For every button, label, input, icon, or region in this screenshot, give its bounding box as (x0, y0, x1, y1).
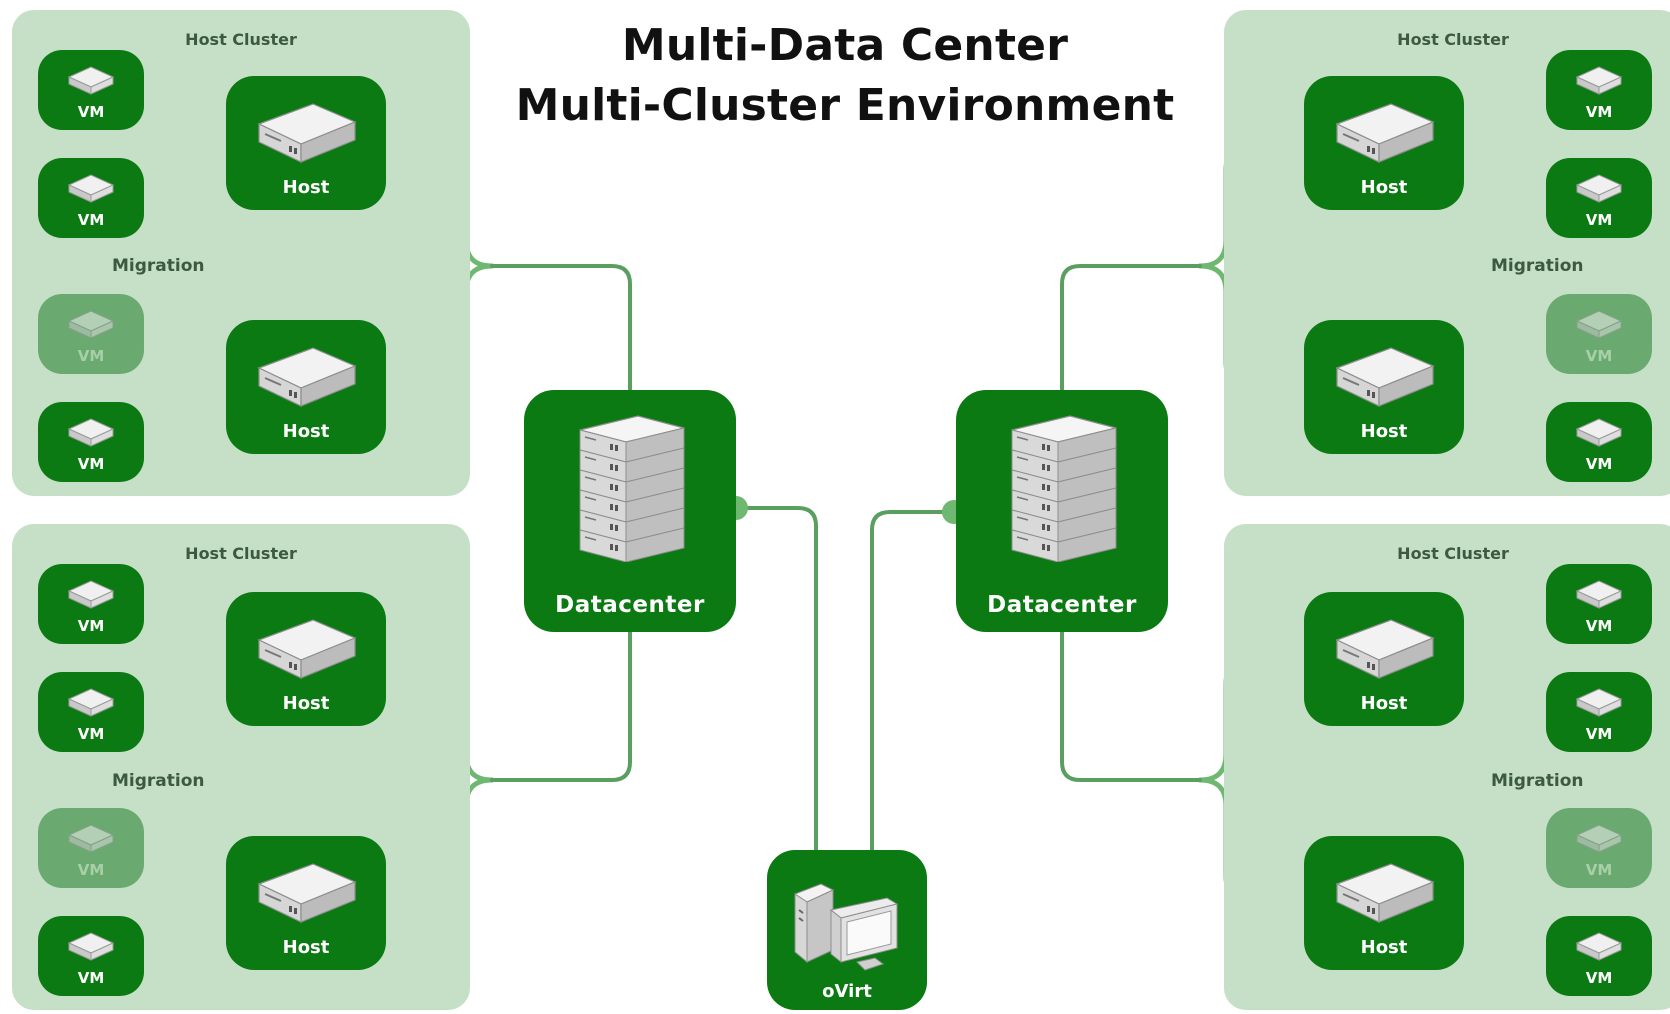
server-icon (257, 103, 357, 163)
datacenter-ovirt-link (734, 506, 818, 852)
vm-node[interactable]: VM (1546, 564, 1652, 644)
diagram-title-line-2: Multi-Cluster Environment (515, 80, 1175, 131)
desktop-computer-icon (793, 883, 899, 971)
vm-label: VM (1585, 969, 1613, 987)
datacenter-node-right[interactable]: Datacenter (956, 390, 1168, 632)
vm-disk-icon (1575, 310, 1623, 339)
host-cluster-label: Host Cluster (185, 544, 297, 563)
host-node[interactable]: Host (1304, 76, 1464, 210)
server-icon (1335, 347, 1435, 407)
vm-node[interactable]: VM (38, 564, 144, 644)
vm-disk-icon (67, 688, 115, 717)
vm-node-migrating[interactable]: VM (1546, 294, 1652, 374)
vm-node-migrating[interactable]: VM (1546, 808, 1652, 888)
host-label: Host (282, 421, 330, 442)
migration-label: Migration (112, 771, 205, 791)
datacenter-cluster-link (1060, 264, 1202, 392)
datacenter-label: Datacenter (555, 592, 705, 618)
vm-node[interactable]: VM (38, 158, 144, 238)
vm-label: VM (1585, 103, 1613, 121)
vm-disk-icon (1575, 932, 1623, 961)
host-label: Host (1360, 421, 1408, 442)
server-icon (257, 347, 357, 407)
ovirt-manager-node[interactable]: oVirt (767, 850, 927, 1010)
vm-disk-icon (67, 310, 115, 339)
vm-disk-icon (1575, 174, 1623, 203)
migration-label: Migration (112, 256, 205, 276)
vm-label: VM (1585, 455, 1613, 473)
vm-disk-icon (67, 174, 115, 203)
host-label: Host (282, 937, 330, 958)
host-node[interactable]: Host (1304, 836, 1464, 970)
datacenter-cluster-link (1060, 630, 1202, 782)
host-label: Host (1360, 937, 1408, 958)
server-icon (257, 619, 357, 679)
vm-label: VM (77, 725, 105, 743)
host-node[interactable]: Host (226, 320, 386, 454)
vm-disk-icon (1575, 66, 1623, 95)
vm-label: VM (1585, 725, 1613, 743)
vm-node[interactable]: VM (38, 672, 144, 752)
vm-node[interactable]: VM (1546, 50, 1652, 130)
vm-label: VM (77, 347, 105, 365)
datacenter-label: Datacenter (987, 592, 1137, 618)
vm-node[interactable]: VM (38, 402, 144, 482)
vm-disk-icon (1575, 824, 1623, 853)
host-node[interactable]: Host (226, 592, 386, 726)
vm-node[interactable]: VM (1546, 916, 1652, 996)
vm-label: VM (77, 969, 105, 987)
vm-disk-icon (67, 824, 115, 853)
ovirt-label: oVirt (822, 981, 872, 1002)
host-node[interactable]: Host (1304, 592, 1464, 726)
host-node[interactable]: Host (226, 836, 386, 970)
vm-label: VM (77, 861, 105, 879)
server-rack-icon (579, 415, 685, 562)
host-label: Host (282, 693, 330, 714)
datacenter-node-left[interactable]: Datacenter (524, 390, 736, 632)
vm-label: VM (1585, 347, 1613, 365)
host-label: Host (282, 177, 330, 198)
vm-label: VM (1585, 211, 1613, 229)
vm-node-migrating[interactable]: VM (38, 808, 144, 888)
host-cluster-label: Host Cluster (1397, 30, 1509, 49)
vm-node-migrating[interactable]: VM (38, 294, 144, 374)
vm-label: VM (77, 103, 105, 121)
vm-label: VM (1585, 861, 1613, 879)
vm-label: VM (1585, 617, 1613, 635)
vm-node[interactable]: VM (1546, 402, 1652, 482)
vm-node[interactable]: VM (1546, 158, 1652, 238)
server-icon (1335, 619, 1435, 679)
vm-node[interactable]: VM (38, 916, 144, 996)
host-label: Host (1360, 177, 1408, 198)
vm-node[interactable]: VM (1546, 672, 1652, 752)
vm-disk-icon (67, 580, 115, 609)
migration-label: Migration (1491, 771, 1584, 791)
datacenter-cluster-link (490, 264, 632, 392)
vm-disk-icon (67, 66, 115, 95)
datacenter-cluster-link (490, 630, 632, 782)
server-icon (1335, 863, 1435, 923)
vm-label: VM (77, 455, 105, 473)
vm-disk-icon (67, 932, 115, 961)
host-label: Host (1360, 693, 1408, 714)
host-node[interactable]: Host (1304, 320, 1464, 454)
datacenter-ovirt-link (870, 510, 956, 852)
server-icon (257, 863, 357, 923)
host-node[interactable]: Host (226, 76, 386, 210)
vm-disk-icon (1575, 418, 1623, 447)
vm-disk-icon (1575, 580, 1623, 609)
server-icon (1335, 103, 1435, 163)
server-rack-icon (1011, 415, 1117, 562)
vm-label: VM (77, 211, 105, 229)
host-cluster-label: Host Cluster (185, 30, 297, 49)
diagram-title-line-1: Multi-Data Center (621, 20, 1069, 71)
host-cluster-label: Host Cluster (1397, 544, 1509, 563)
vm-label: VM (77, 617, 105, 635)
vm-disk-icon (1575, 688, 1623, 717)
vm-node[interactable]: VM (38, 50, 144, 130)
migration-label: Migration (1491, 256, 1584, 276)
vm-disk-icon (67, 418, 115, 447)
